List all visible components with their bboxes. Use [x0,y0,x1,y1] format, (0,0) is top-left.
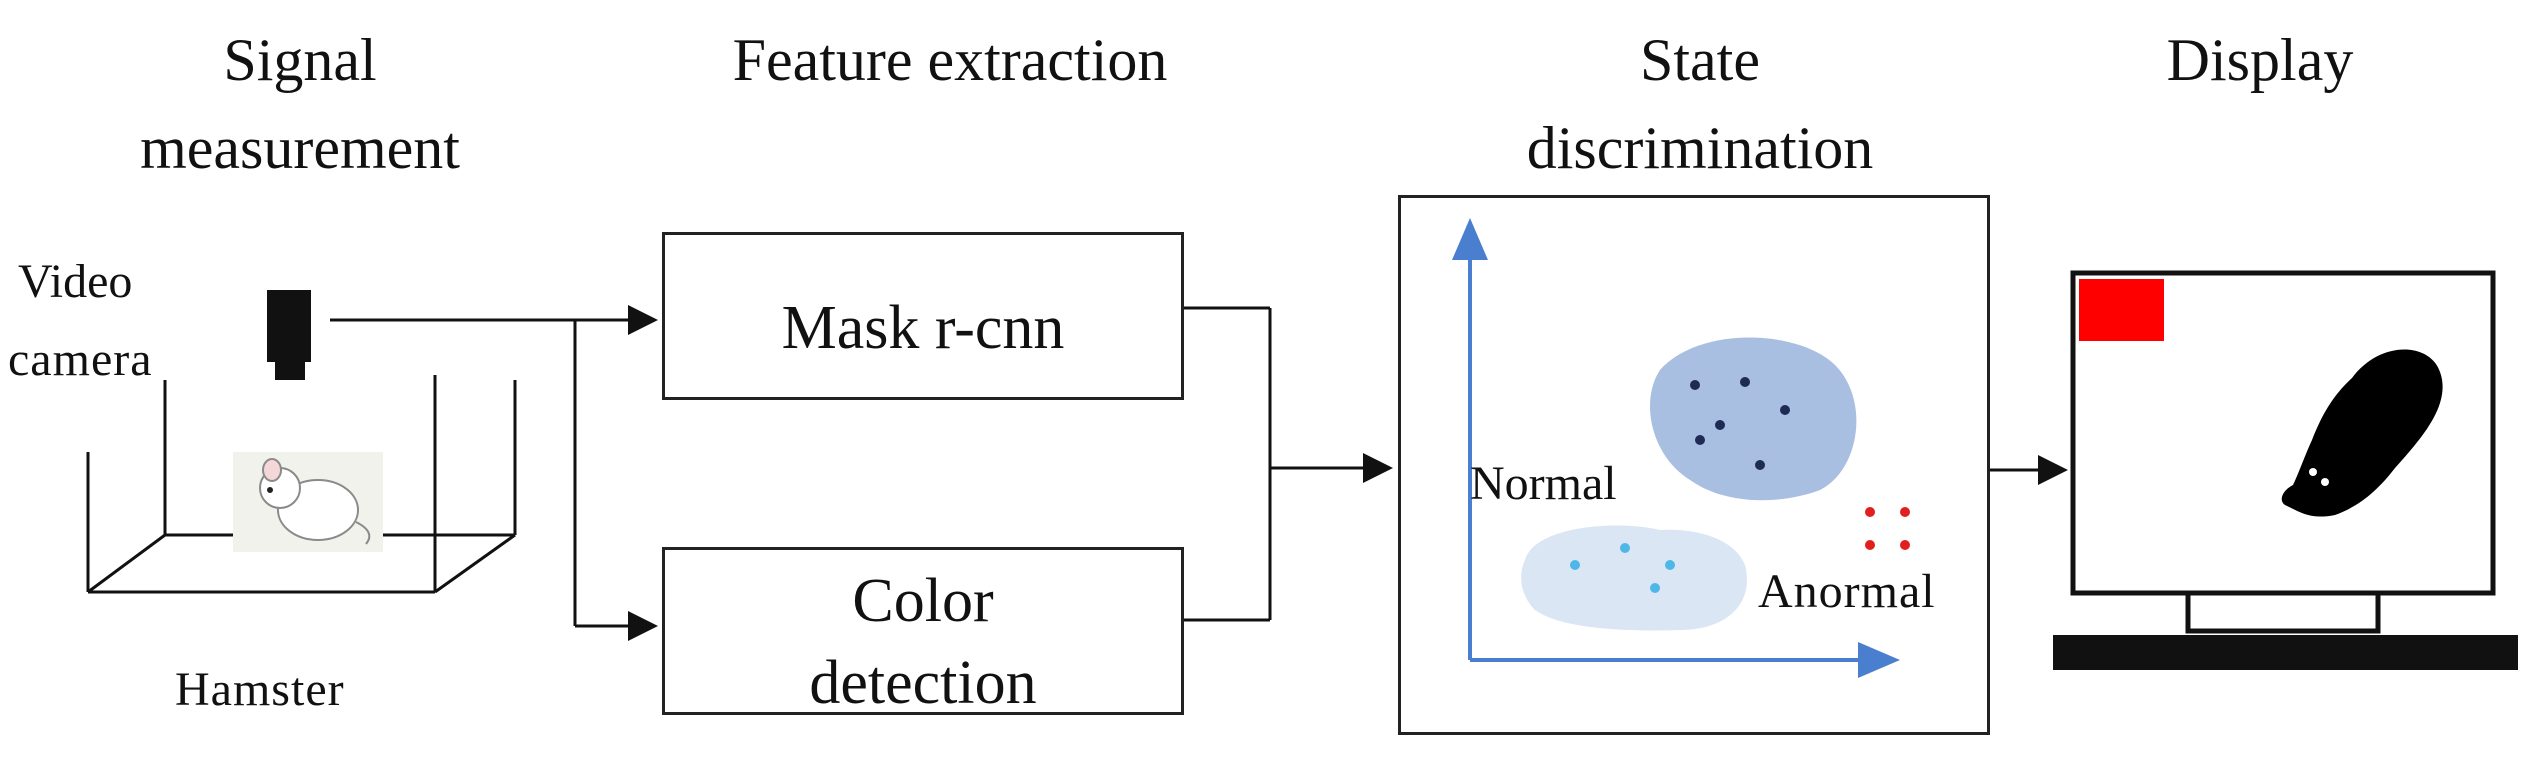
stage-title-signal-measurement-line2: measurement [140,115,460,181]
color-detection-box: Color detection [662,547,1184,717]
stage-title-state-discrimination-line1: State [1640,27,1760,93]
monitor-neck [2185,590,2381,634]
hamster-silhouette-icon [2281,349,2443,517]
plot-y-axis-arrow [1452,218,1488,260]
video-camera-label-line1: Video [18,255,133,308]
anormal-label: Anormal [1758,565,1936,618]
stage-title-feature-extraction: Feature extraction [732,27,1168,93]
stage-title-signal-measurement-line1: Signal [223,27,377,93]
secondary-cluster-blob [1521,525,1747,631]
color-detection-label-line2: detection [809,649,1037,717]
color-detection-label-line1: Color [852,567,994,635]
hamster-label: Hamster [175,663,345,716]
monitor-base [2053,635,2518,670]
stage-title-display: Display [2166,27,2354,93]
mask-rcnn-box: Mask r-cnn [662,232,1184,400]
hamster-icon [233,452,383,552]
video-camera-icon [267,290,311,380]
anormal-points [1865,507,1910,550]
connectors-merge [1183,306,1393,622]
display-marker [2079,279,2164,341]
plot-x-axis-arrow [1858,642,1900,678]
video-camera-label-line2: camera [8,333,153,386]
normal-label: Normal [1470,457,1617,510]
state-plot [1452,218,1910,678]
connectors-input [330,305,658,641]
stage-title-state-discrimination-line2: discrimination [1526,115,1874,181]
mask-rcnn-label: Mask r-cnn [781,294,1065,362]
secondary-cluster-points [1570,543,1675,593]
normal-cluster-points [1690,377,1790,470]
state-discrimination-panel [1398,195,1990,735]
normal-cluster-blob [1650,337,1857,501]
display-monitor-icon [2053,270,2518,670]
